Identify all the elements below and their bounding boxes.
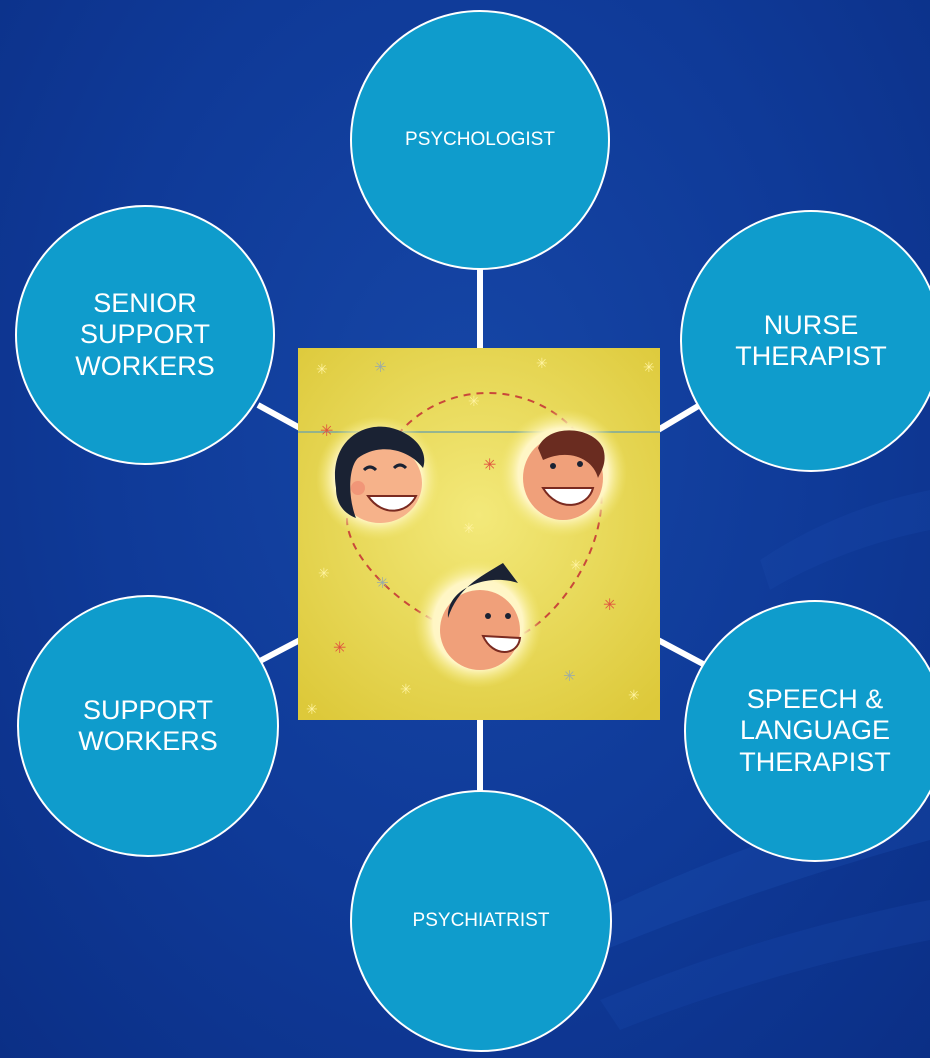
happy-faces-illustration: ✳ ✳ ✳ ✳ ✳ ✳ ✳ ✳ ✳ ✳ ✳ ✳ ✳ ✳ ✳ ✳ ✳ <box>298 348 660 720</box>
connector-top-left <box>256 402 302 431</box>
node-psychiatrist: PSYCHIATRIST <box>350 790 612 1052</box>
node-psychologist-label: PSYCHOLOGIST <box>405 129 555 151</box>
svg-text:✳: ✳ <box>643 360 655 376</box>
svg-text:✳: ✳ <box>320 421 333 440</box>
node-psychiatrist-label: PSYCHIATRIST <box>412 910 550 932</box>
node-nurse-therapist-label: NURSE THERAPIST <box>735 309 887 371</box>
svg-text:✳: ✳ <box>400 682 412 698</box>
node-psychologist: PSYCHOLOGIST <box>350 10 610 270</box>
node-support-workers: SUPPORT WORKERS <box>17 595 279 857</box>
svg-text:✳: ✳ <box>483 455 496 474</box>
svg-text:✳: ✳ <box>468 394 480 410</box>
node-senior-support-workers-label: SENIOR SUPPORT WORKERS <box>75 288 215 381</box>
svg-text:✳: ✳ <box>306 702 318 718</box>
node-senior-support-workers: SENIOR SUPPORT WORKERS <box>15 205 275 465</box>
svg-text:✳: ✳ <box>316 362 328 378</box>
girl-face <box>316 416 440 540</box>
svg-text:✳: ✳ <box>374 358 387 376</box>
connector-bottom-left <box>256 637 302 665</box>
boy-face-right <box>499 409 627 537</box>
node-support-workers-label: SUPPORT WORKERS <box>78 694 218 756</box>
svg-text:✳: ✳ <box>563 667 576 685</box>
svg-text:✳: ✳ <box>628 688 640 704</box>
node-speech-language-therapist-label: SPEECH & LANGUAGE THERAPIST <box>739 684 891 777</box>
boy-face-bottom <box>414 560 542 688</box>
svg-text:✳: ✳ <box>318 566 330 582</box>
svg-text:✳: ✳ <box>570 558 582 574</box>
svg-text:✳: ✳ <box>536 356 548 372</box>
node-speech-language-therapist: SPEECH & LANGUAGE THERAPIST <box>684 600 930 862</box>
svg-text:✳: ✳ <box>603 595 616 614</box>
connector-bottom-right <box>656 637 707 668</box>
svg-text:✳: ✳ <box>376 574 389 592</box>
node-nurse-therapist: NURSE THERAPIST <box>680 210 930 472</box>
svg-text:✳: ✳ <box>463 521 475 537</box>
svg-text:✳: ✳ <box>333 638 346 657</box>
